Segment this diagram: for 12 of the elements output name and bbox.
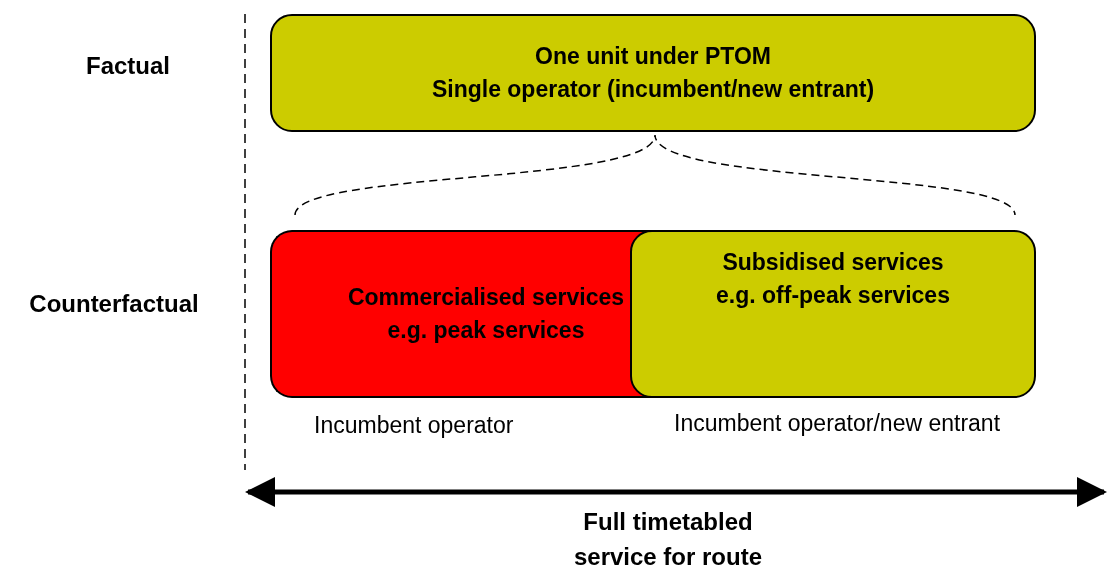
node-text: e.g. peak services xyxy=(387,316,585,345)
operator-label: Incumbent operator xyxy=(314,412,514,439)
operator-label: Incumbent operator/new entrant xyxy=(674,410,1001,437)
node-text: Single operator (incumbent/new entrant) xyxy=(431,75,875,104)
service-box xyxy=(270,14,1036,132)
axis-label: Full timetabled service for route xyxy=(572,507,764,566)
node-text: One unit under PTOM xyxy=(535,42,771,71)
row-label: Counterfactual xyxy=(28,289,200,319)
node-text: e.g. off-peak services xyxy=(716,281,950,310)
node-text: Commercialised services xyxy=(347,283,625,312)
row-label: Factual xyxy=(85,51,171,81)
node-text: Subsidised services xyxy=(722,248,944,277)
